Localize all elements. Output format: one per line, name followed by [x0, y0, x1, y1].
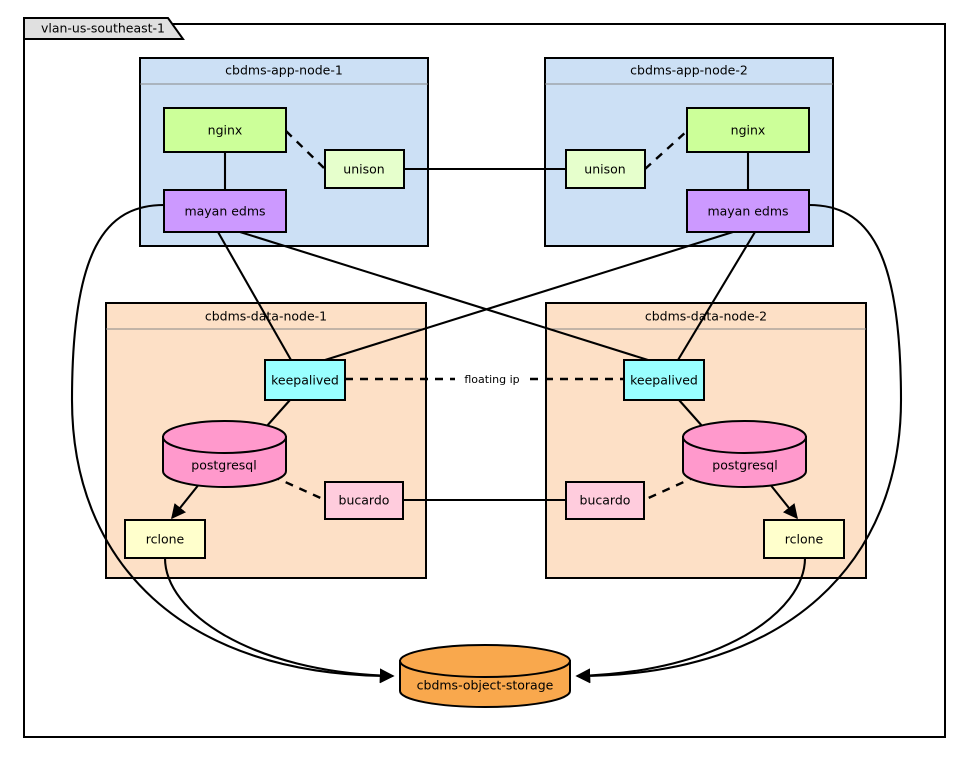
edge-rclone1-object-storage: [163, 557, 395, 683]
node-label-unison-2: unison: [584, 162, 625, 177]
group-label-app-node-1: cbdms-app-node-1: [225, 63, 343, 78]
node-label-unison-1: unison: [343, 162, 384, 177]
node-label-postgresql-1: postgresql: [191, 458, 256, 473]
node-label-bucardo-1: bucardo: [339, 493, 390, 508]
node-label-bucardo-2: bucardo: [580, 493, 631, 508]
edge-postgresql2-bucardo2: [643, 474, 698, 502]
edge-mayan1-object-storage: [70, 203, 395, 684]
node-unison-2[interactable]: unison: [565, 149, 646, 189]
node-keepalived-2[interactable]: keepalived: [623, 359, 705, 401]
node-object-storage[interactable]: cbdms-object-storage: [399, 644, 571, 708]
edge-postgresql2-rclone2: [768, 482, 798, 520]
node-label-nginx-2: nginx: [731, 123, 766, 138]
edge-mayan1-keepalived2: [239, 230, 649, 362]
group-label-app-node-2: cbdms-app-node-2: [630, 63, 748, 78]
group-label-data-node-2: cbdms-data-node-2: [645, 309, 767, 324]
node-unison-1[interactable]: unison: [324, 149, 405, 189]
node-label-rclone-2: rclone: [785, 532, 824, 547]
edge-rclone2-object-storage: [575, 557, 807, 683]
edge-mayan2-keepalived2: [677, 231, 756, 361]
edge-nginx1-unison1: [285, 130, 326, 170]
node-nginx-1[interactable]: nginx: [163, 107, 287, 153]
node-label-keepalived-2: keepalived: [630, 373, 698, 388]
node-nginx-2[interactable]: nginx: [686, 107, 810, 153]
edge-mayan2-object-storage: [575, 203, 903, 684]
edge-mayan1-keepalived1: [217, 231, 292, 361]
node-rclone-2[interactable]: rclone: [763, 519, 845, 559]
node-label-rclone-1: rclone: [146, 532, 185, 547]
node-postgresql-1[interactable]: postgresql: [162, 420, 287, 488]
edge-mayan2-keepalived1: [324, 230, 734, 362]
node-label-object-storage: cbdms-object-storage: [417, 678, 554, 693]
floating-ip-label: floating ip: [464, 373, 519, 386]
node-postgresql-2[interactable]: postgresql: [682, 420, 807, 488]
node-label-postgresql-2: postgresql: [712, 458, 777, 473]
edge-nginx2-unison2: [644, 130, 688, 170]
node-label-nginx-1: nginx: [208, 123, 243, 138]
node-mayan-edms-2[interactable]: mayan edms: [686, 189, 810, 233]
edge-postgresql1-rclone1: [171, 482, 201, 520]
node-label-mayan-edms-1: mayan edms: [184, 204, 265, 219]
node-mayan-edms-1[interactable]: mayan edms: [163, 189, 287, 233]
node-keepalived-1[interactable]: keepalived: [264, 359, 346, 401]
node-bucardo-1[interactable]: bucardo: [324, 481, 404, 520]
node-rclone-1[interactable]: rclone: [124, 519, 206, 559]
node-label-mayan-edms-2: mayan edms: [707, 204, 788, 219]
node-bucardo-2[interactable]: bucardo: [565, 481, 645, 520]
edge-postgresql1-bucardo1: [271, 474, 326, 502]
outer-group-label: vlan-us-southeast-1: [41, 21, 165, 36]
edge-label-floating-ip: floating ip: [455, 370, 530, 388]
node-label-keepalived-1: keepalived: [271, 373, 339, 388]
